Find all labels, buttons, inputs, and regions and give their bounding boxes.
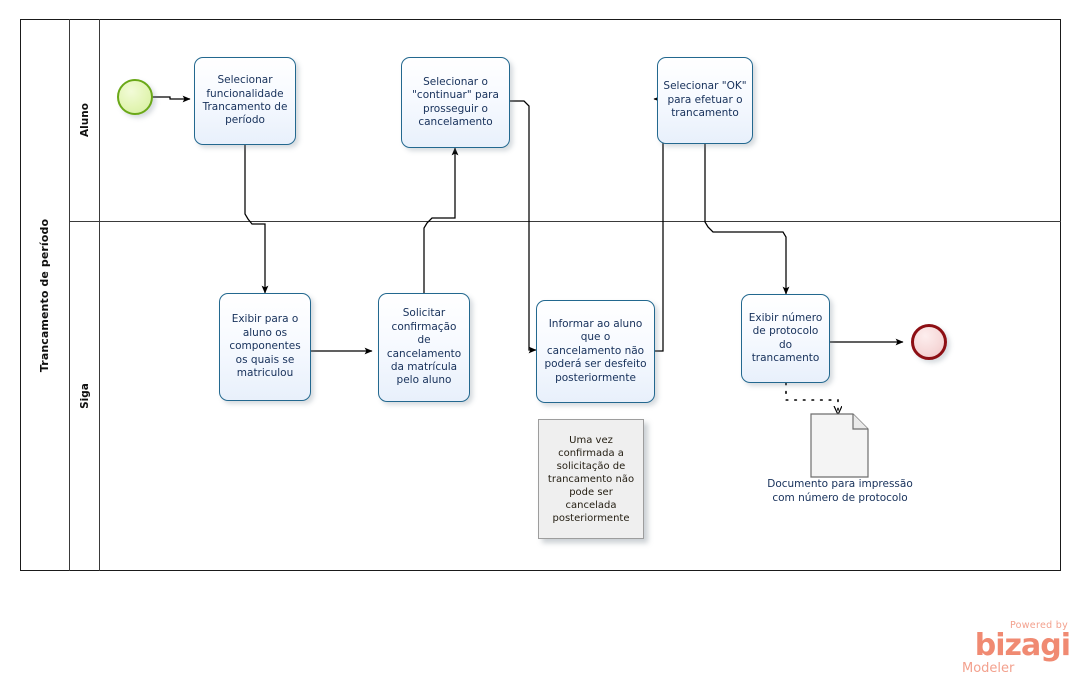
start-event[interactable] <box>117 79 153 115</box>
lane-label-siga: Siga <box>70 221 100 571</box>
task-selecionar-ok[interactable]: Selecionar "OK" para efetuar o trancamen… <box>657 57 753 144</box>
task-solicitar-confirmacao[interactable]: Solicitar confirmação de cancelamento da… <box>378 293 470 402</box>
task-exibir-componentes[interactable]: Exibir para o aluno os componentes os qu… <box>219 293 311 401</box>
text-annotation-note: Uma vez confirmada a solicitação de tran… <box>538 419 644 539</box>
task-label: Solicitar confirmação de cancelamento da… <box>386 307 462 387</box>
task-label: Exibir número de protocolo do trancament… <box>748 311 823 364</box>
task-informar-cancelamento-nao-desfeito[interactable]: Informar ao aluno que o cancelamento não… <box>536 300 655 403</box>
lane-label-aluno: Aluno <box>70 19 100 221</box>
task-selecionar-continuar[interactable]: Selecionar o "continuar" para prosseguir… <box>401 57 510 148</box>
task-label: Selecionar "OK" para efetuar o trancamen… <box>663 80 747 120</box>
modeler-text: Modeler <box>962 661 1015 676</box>
bizagi-wordmark: bizagi <box>974 628 1071 663</box>
lane-label-siga-text: Siga <box>78 383 91 409</box>
lane-divider <box>70 221 1061 222</box>
document-label: Documento para impressão com número de p… <box>767 478 913 504</box>
document-data-object[interactable] <box>810 413 870 478</box>
lane-label-aluno-text: Aluno <box>78 103 91 137</box>
task-selecionar-funcionalidade[interactable]: Selecionar funcionalidade Trancamento de… <box>194 57 296 145</box>
text-annotation-label: Uma vez confirmada a solicitação de tran… <box>547 434 635 524</box>
task-exibir-numero-protocolo[interactable]: Exibir número de protocolo do trancament… <box>741 294 830 383</box>
task-label: Selecionar o "continuar" para prosseguir… <box>412 75 499 128</box>
task-label: Informar ao aluno que o cancelamento não… <box>544 317 647 384</box>
bizagi-logo: Powered by bizagi Modeler <box>958 620 1071 678</box>
end-event[interactable] <box>911 324 947 360</box>
pool-label: Trancamento de período <box>20 19 70 571</box>
powered-by-text: Powered by <box>1009 620 1068 631</box>
task-label: Exibir para o aluno os componentes os qu… <box>229 313 301 380</box>
pool-label-text: Trancamento de período <box>38 218 52 372</box>
task-label: Selecionar funcionalidade Trancamento de… <box>202 74 288 127</box>
